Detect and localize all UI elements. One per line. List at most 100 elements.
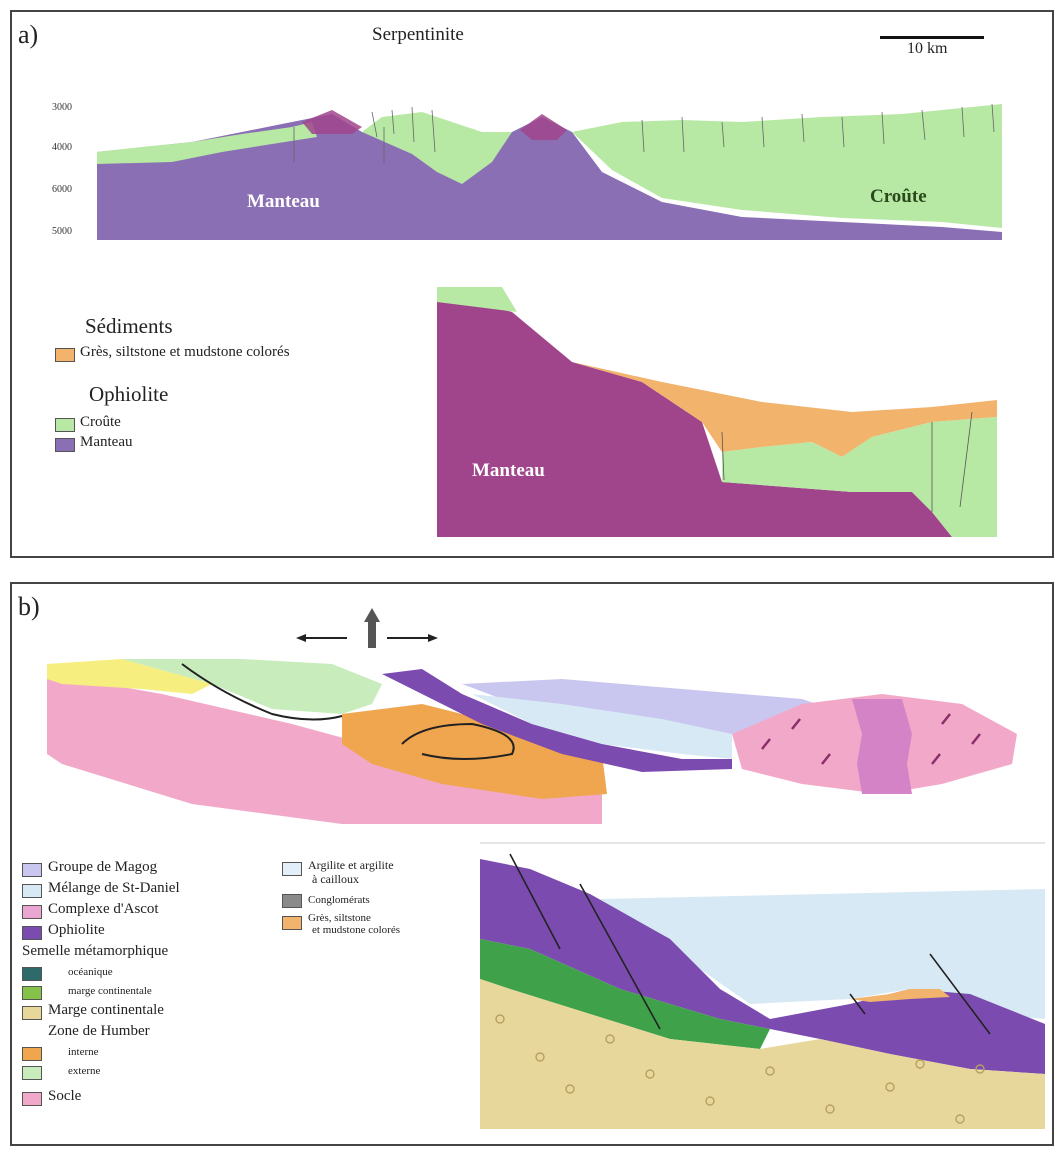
legend-right-label: Argilite et argilite [308, 858, 394, 872]
detail-crust-cap [437, 287, 517, 312]
swatch-marge [22, 1006, 42, 1020]
zone-humber-interne [342, 704, 607, 799]
legend-item: interne [22, 1044, 302, 1063]
swatch-argilite [282, 862, 302, 876]
panel-b: b) Groupe de Magog [10, 582, 1054, 1146]
swatch-externe [22, 1066, 42, 1080]
swatch-gres [282, 916, 302, 930]
legend-left-label: Groupe de Magog [48, 859, 158, 875]
swatch-oceanique [22, 967, 42, 981]
extension-arrows [296, 608, 438, 648]
legend-item: Conglomérats [282, 890, 472, 912]
legend-left-label: marge continentale [68, 985, 152, 997]
legend-left-label: Semelle métamorphique [22, 943, 169, 959]
panel-b-cross-section [47, 659, 1017, 824]
legend-left-label: Ophiolite [48, 922, 105, 938]
detail-mantle [437, 292, 952, 537]
legend-left-label: Zone de Humber [48, 1023, 150, 1039]
serpentinite-high-1 [302, 110, 362, 134]
detail-argilite [600, 889, 1045, 1019]
legend-item: Complexe d'Ascot [22, 901, 302, 922]
swatch-interne [22, 1047, 42, 1061]
panel-b-detail-section [480, 842, 1045, 1129]
panel-b-label: b) [18, 592, 40, 621]
depth-tick-4: 5000 [52, 226, 72, 237]
legend-left-label: Mélange de St-Daniel [48, 880, 180, 896]
magog-group [462, 679, 832, 734]
depth-tick-3: 6000 [52, 184, 72, 195]
label-croute: Croûte [870, 186, 927, 207]
swatch-crust [55, 418, 75, 432]
detail-ophiolite [480, 859, 1045, 1074]
ascot-dashes [761, 713, 981, 765]
swatch-marge-sem [22, 986, 42, 1000]
detail-green-footwall [480, 939, 770, 1049]
legend-item: Ophiolite [22, 922, 302, 943]
legend-ophiolite-head: Ophiolite [89, 382, 169, 406]
legend-mantle-item: Manteau [80, 434, 133, 450]
legend-item: Marge continentale [22, 1002, 302, 1023]
legend-crust-item: Croûte [80, 414, 121, 430]
fault-lines [293, 103, 995, 164]
scale-label-10km: 10 km [907, 40, 948, 57]
panel-a: a) Serpentinite 10 km 3000 4000 6000 500… [10, 10, 1054, 558]
serpentinite-high-2 [520, 114, 567, 140]
crust-region-basin [362, 112, 512, 184]
mantle-region [97, 114, 1002, 240]
depth-tick-1: 3000 [52, 102, 72, 113]
legend-left-label: Marge continentale [48, 1002, 164, 1018]
legend-item: Socle [22, 1088, 302, 1109]
legend-item: océanique [22, 964, 302, 983]
legend-item: marge continentale [22, 983, 302, 1002]
panel-a-detail-section: Manteau [432, 282, 1002, 538]
detail-sediment [572, 362, 997, 457]
legend-item: Semelle métamorphique [22, 943, 302, 964]
swatch-socle [22, 1092, 42, 1106]
zone-humber-externe [122, 659, 382, 714]
swatch-ascot [22, 905, 42, 919]
crust-region [97, 122, 317, 164]
marge-continentale-yellow [47, 659, 212, 694]
swatch-magog [22, 863, 42, 877]
legend-sediment-item: Grès, siltstone et mudstone colorés [80, 344, 290, 360]
panel-a-label: a) [18, 20, 39, 49]
legend-right-label: Grès, siltstone [308, 912, 371, 924]
label-manteau: Manteau [247, 191, 320, 212]
swatch-ophiolite [22, 926, 42, 940]
arrow-up [368, 620, 376, 648]
detail-crust-block [722, 417, 997, 537]
legend-left-label: océanique [68, 966, 113, 978]
legend-left-label: interne [68, 1046, 99, 1058]
ascot-intrusion [852, 699, 912, 794]
legend-sediments-head: Sédiments [85, 314, 173, 338]
legend-item: Grès, siltstone et mudstone colorés [282, 912, 472, 942]
swatch-st-daniel [22, 884, 42, 898]
legend-right-label: à cailloux [312, 872, 359, 886]
legend-left-label: Socle [48, 1088, 82, 1104]
panel-a-cross-section: 3000 4000 6000 5000 Manteau Croûte [52, 102, 1002, 240]
legend-right: Argilite et argilite à cailloux Conglomé… [282, 856, 472, 942]
legend-left: Groupe de Magog Mélange de St-Daniel Com… [22, 859, 302, 1109]
legend-item: Argilite et argilite à cailloux [282, 856, 472, 890]
detail-marge [480, 979, 1045, 1129]
legend-right-label: Conglomérats [308, 894, 370, 906]
st-daniel-melange [472, 694, 732, 759]
legend-item: externe [22, 1063, 302, 1082]
legend-item: Zone de Humber [22, 1023, 302, 1044]
legend-left-label: Complexe d'Ascot [48, 901, 159, 917]
detail-label-manteau: Manteau [472, 460, 545, 481]
detail-sediment-cap [850, 989, 950, 1002]
legend-right-label: et mudstone colorés [312, 924, 400, 936]
thrust-faults [181, 663, 515, 760]
panel-a-title: Serpentinite [372, 24, 464, 45]
legend-item: Groupe de Magog [22, 859, 302, 880]
legend-left-label: externe [68, 1065, 101, 1077]
depth-tick-2: 4000 [52, 142, 72, 153]
detail-faults [721, 411, 973, 512]
crust-region-east [572, 104, 1002, 228]
swatch-sediment [55, 348, 75, 362]
scale-bar-10km [880, 36, 984, 39]
legend-item: Mélange de St-Daniel [22, 880, 302, 901]
detail-faults [509, 853, 991, 1035]
detail-pebbles [495, 1014, 985, 1124]
